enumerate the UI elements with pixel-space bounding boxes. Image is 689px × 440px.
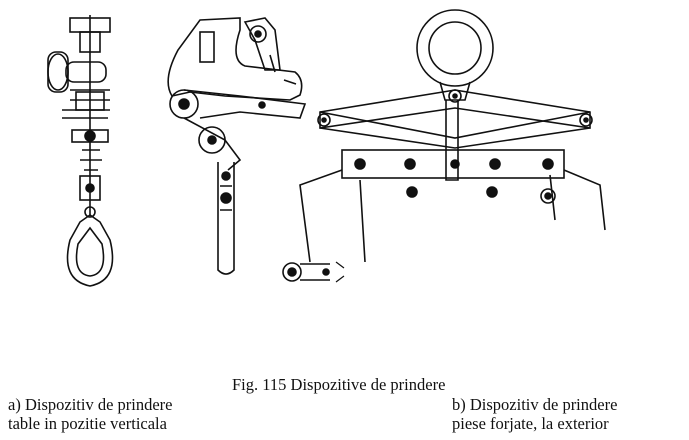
caption-b-line2: piese forjate, la exterior [452, 414, 609, 433]
caption-a-line1: a) Dispozitiv de prindere [8, 395, 173, 414]
figure-title: Fig. 115 Dispozitive de prindere [232, 375, 446, 394]
drawing-cam-clamp [167, 17, 307, 275]
caption-a-line2: table in pozitie verticala [8, 414, 167, 433]
technical-drawing [47, 9, 606, 287]
drawing-scissor-lifter [282, 9, 606, 283]
caption-b-line1: b) Dispozitiv de prindere [452, 395, 618, 414]
drawing-vertical-chain-clamp [47, 15, 114, 287]
